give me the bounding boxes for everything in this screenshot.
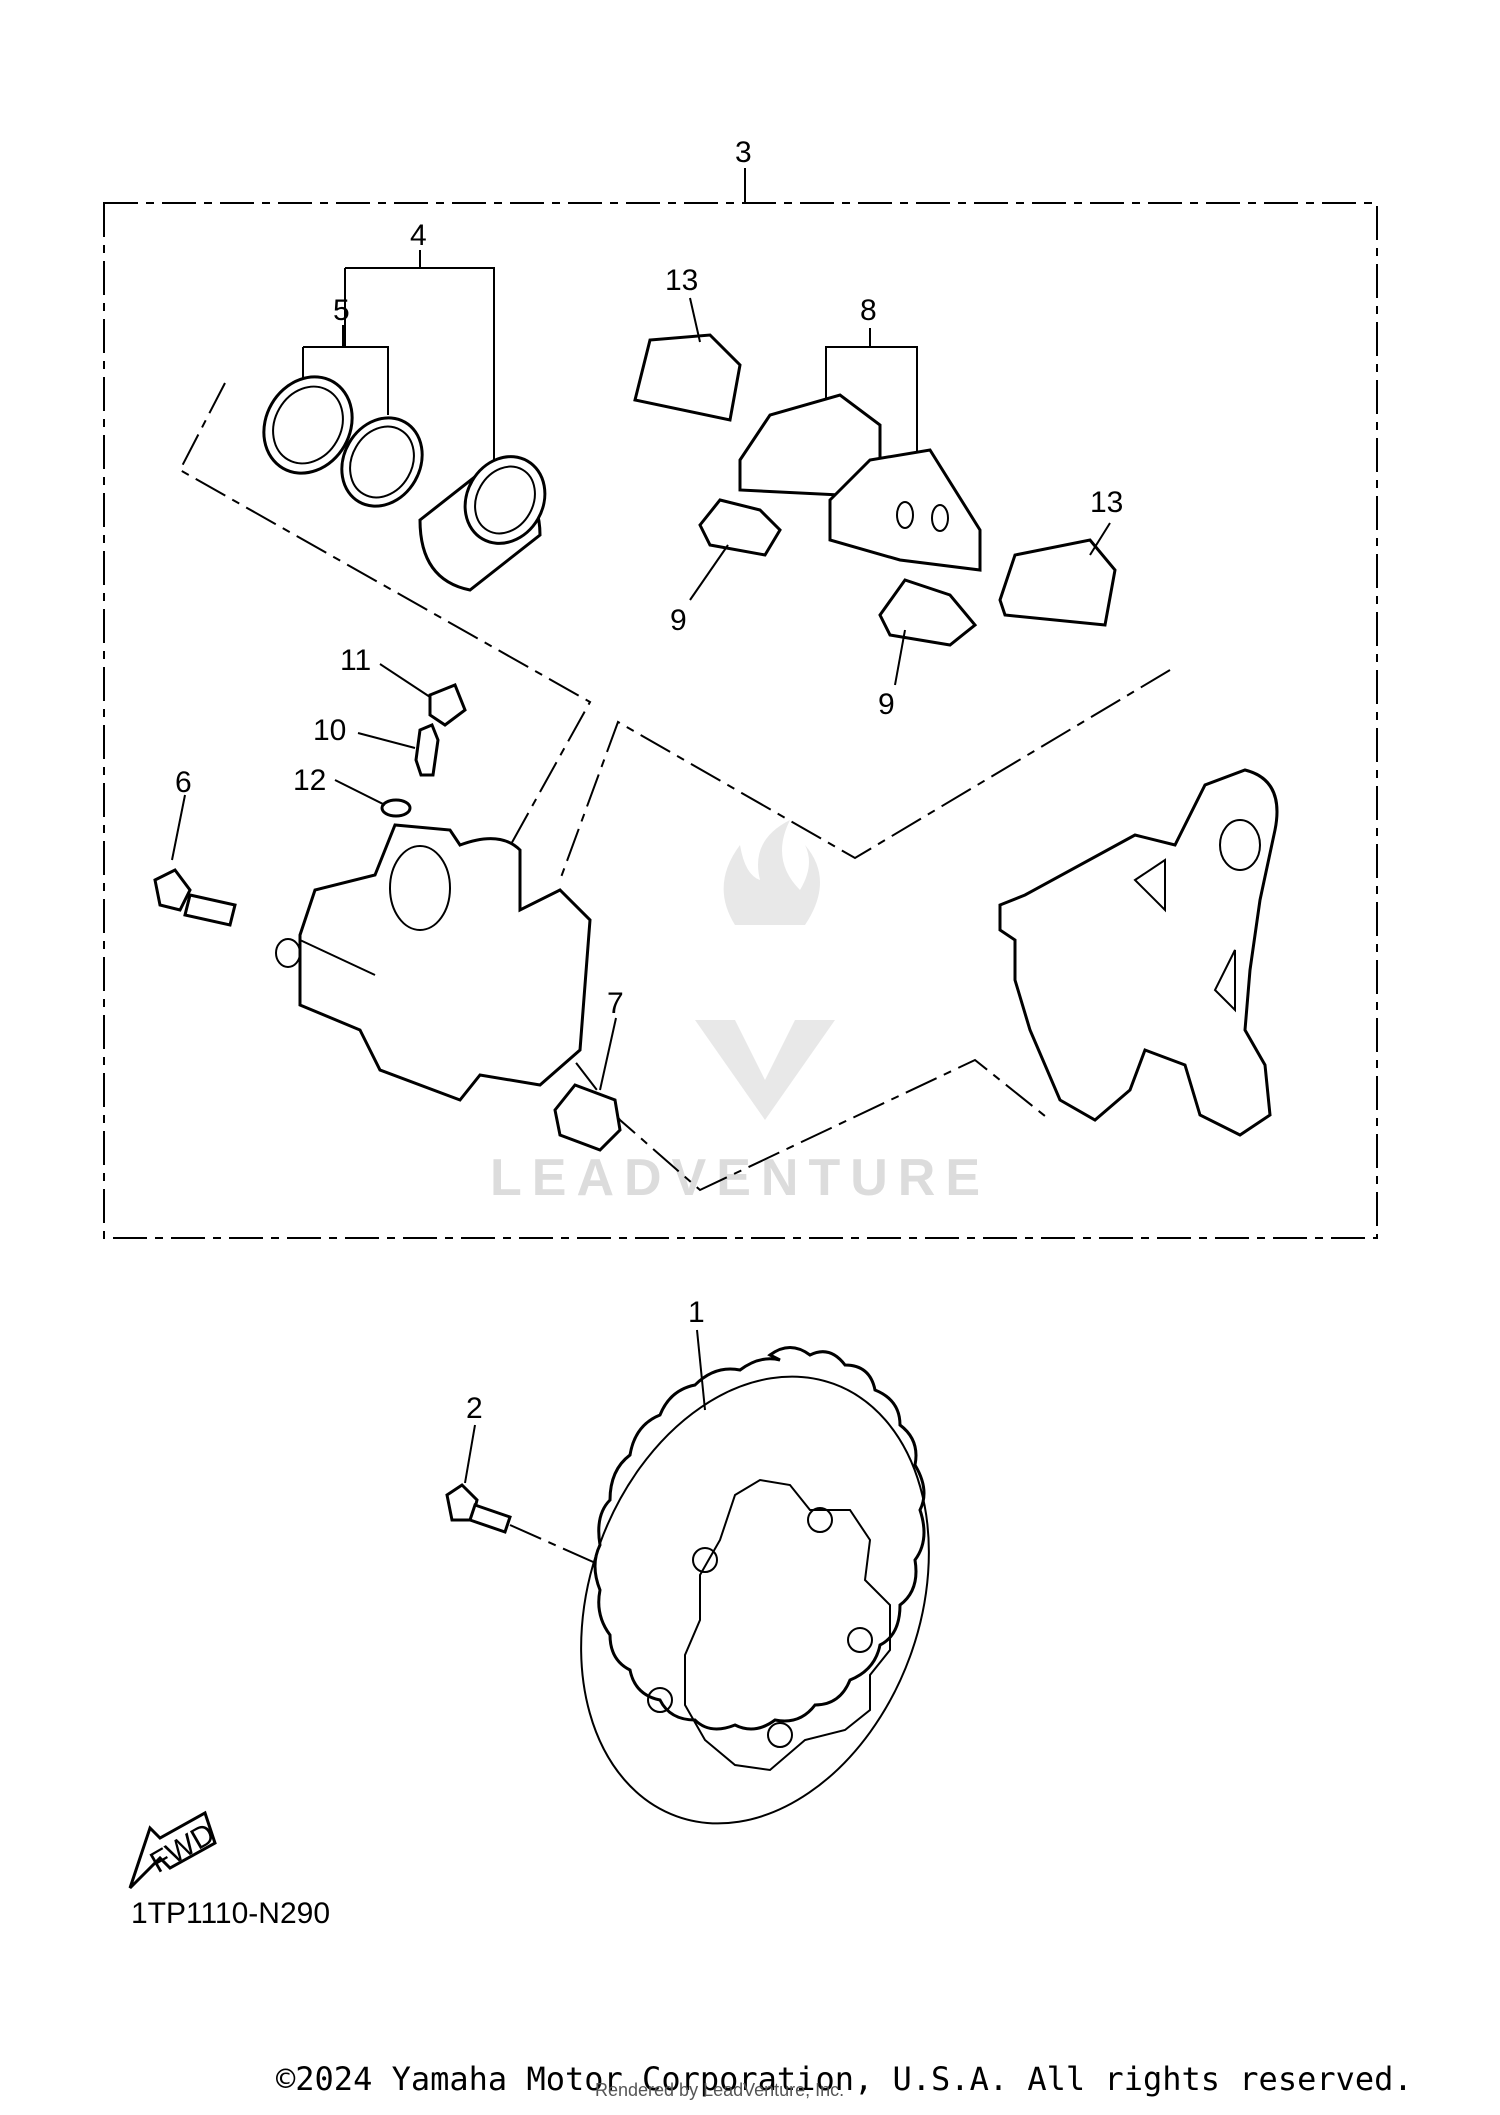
pad-shim-right — [998, 538, 1117, 627]
callout-9-right: 9 — [878, 688, 895, 721]
bleed-screw — [414, 723, 440, 777]
disc-bolt — [445, 1483, 512, 1534]
brake-pad-kit — [738, 393, 982, 572]
caliper-bracket — [998, 768, 1279, 1137]
caliper-bolt — [153, 868, 237, 927]
callout-3: 3 — [735, 136, 752, 169]
dust-seal — [340, 416, 424, 508]
callout-12: 12 — [293, 764, 326, 797]
copper-washer — [380, 798, 412, 818]
callout-5: 5 — [333, 294, 350, 327]
callout-6: 6 — [175, 766, 192, 799]
brake-disc — [580, 1346, 930, 1825]
callout-8: 8 — [860, 294, 877, 327]
callout-1: 1 — [688, 1296, 705, 1329]
callout-2: 2 — [466, 1392, 483, 1425]
rendered-by-credit: Rendered by LeadVenture, Inc. — [595, 2080, 845, 2100]
callout-7: 7 — [607, 987, 624, 1020]
caliper-assembly-boundary — [103, 202, 1378, 1239]
caliper-pin-sleeve — [553, 1083, 622, 1152]
fwd-arrow-icon: FWD — [128, 1810, 220, 1890]
diagram-code: 1TP1110-N290 — [131, 1897, 331, 1930]
copyright-notice: ©2024 Yamaha Motor Corporation, U.S.A. A… — [276, 2060, 1413, 2098]
pad-spring-left — [698, 498, 782, 557]
pad-shim-left — [633, 333, 742, 422]
callout-13-top: 13 — [665, 264, 698, 297]
caliper-piston — [418, 455, 547, 592]
callout-9-left: 9 — [670, 604, 687, 637]
piston-seal — [262, 375, 354, 475]
callout-11: 11 — [340, 644, 371, 677]
brake-caliper-body — [275, 823, 592, 1102]
callout-13-right: 13 — [1090, 486, 1123, 519]
callout-4: 4 — [410, 219, 427, 252]
bleed-screw-cap — [428, 683, 467, 727]
leadventure-watermark: LEADVENTURE — [490, 820, 990, 1207]
callout-10: 10 — [313, 714, 346, 747]
watermark-text: LEADVENTURE — [490, 1149, 990, 1207]
pad-spring-right — [878, 578, 978, 647]
